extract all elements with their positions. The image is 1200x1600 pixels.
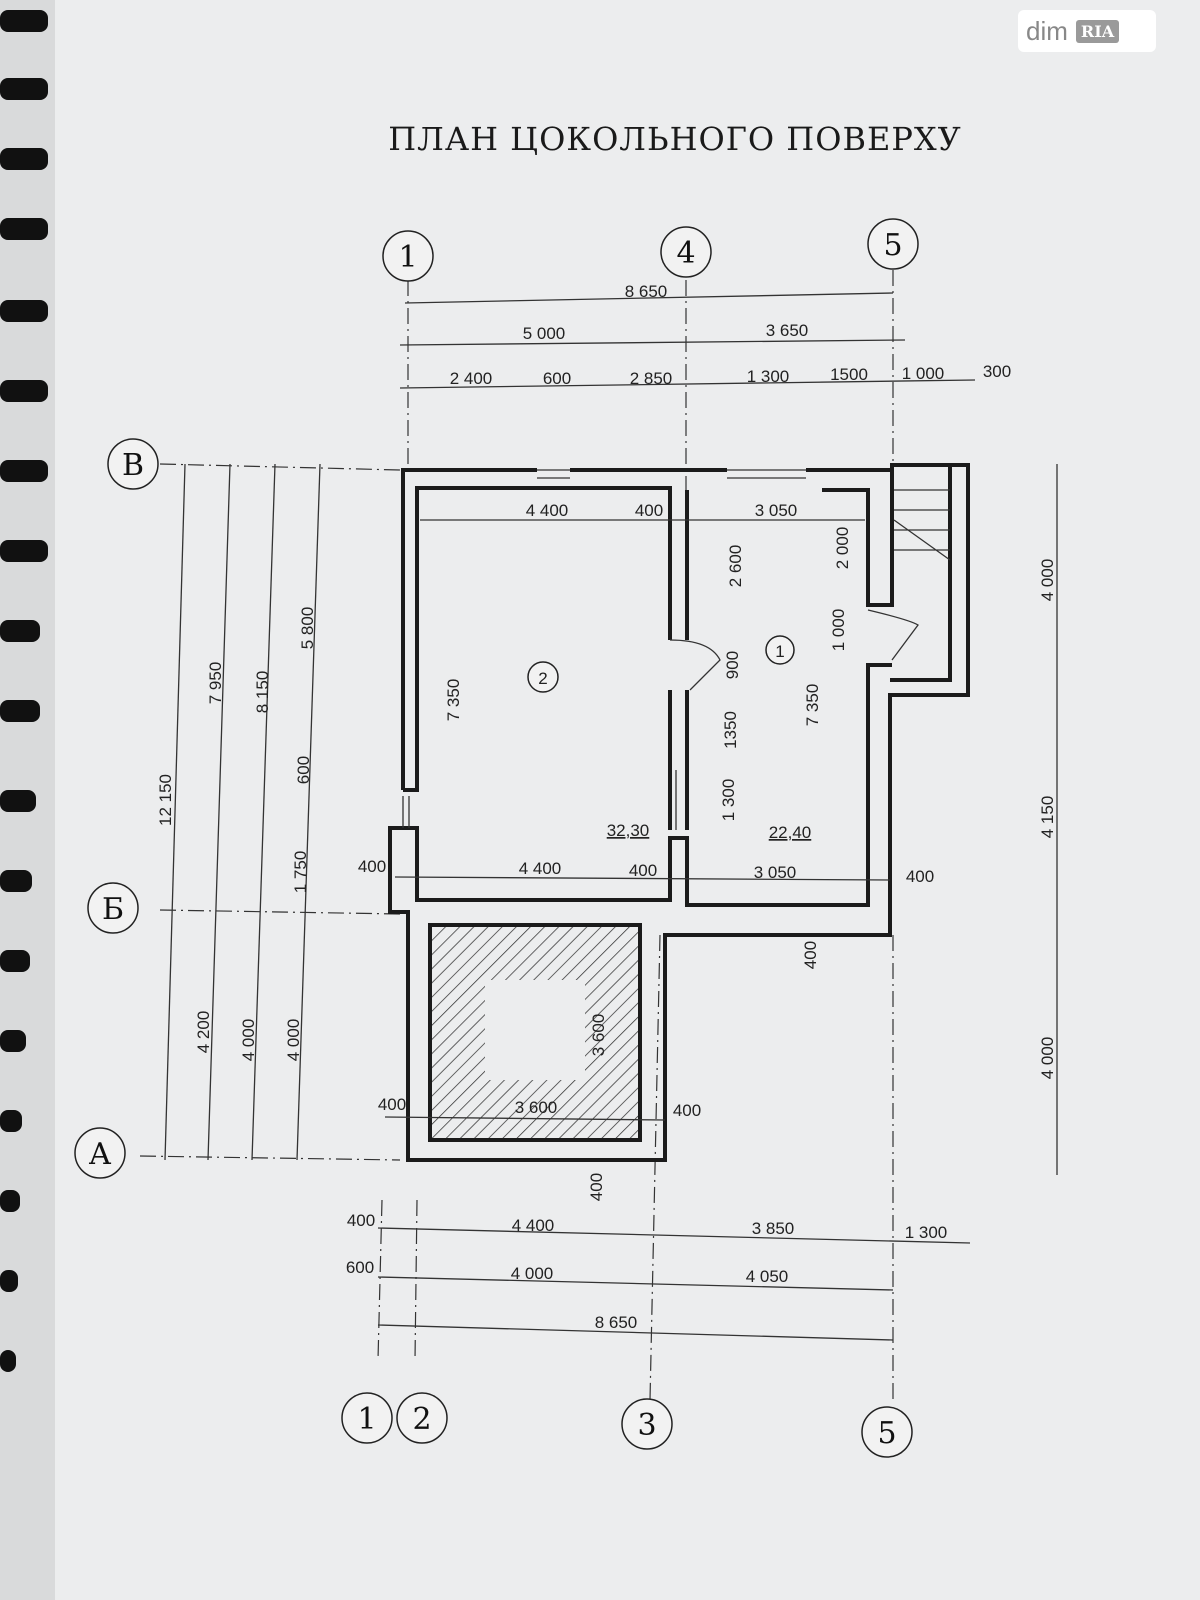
dim-label: 4 150 <box>1038 796 1057 839</box>
axis-markers-left: В Б А <box>74 438 159 1179</box>
dimensions-bottom: 400 4 400 3 850 1 300 600 4 000 4 050 8 … <box>346 1211 947 1332</box>
dim-label: 2 400 <box>450 369 493 388</box>
dim-label: 3 050 <box>755 501 798 520</box>
axis-label: Б <box>102 892 124 927</box>
dim-label: 5 800 <box>298 607 317 650</box>
dim-label: 1 300 <box>747 367 790 386</box>
axis-label: 4 <box>676 236 695 271</box>
dimensions-left: 12 150 7 950 8 150 5 800 600 1 750 4 200… <box>156 607 317 1062</box>
dim-label: 400 <box>629 861 657 880</box>
dim-label: 1 750 <box>291 851 310 894</box>
dim-label: 400 <box>673 1101 701 1120</box>
dim-label: 3 850 <box>752 1219 795 1238</box>
dim-label: 4 000 <box>284 1019 303 1062</box>
room-area: 22,40 <box>769 823 812 842</box>
axis-label: 2 <box>412 1402 431 1437</box>
watermark-mark: RIA <box>1075 19 1120 43</box>
axis-label: 1 <box>357 1402 376 1437</box>
dim-label: 7 350 <box>444 679 463 722</box>
dimensions-top: 8 650 5 000 3 650 2 400 600 2 850 1 300 … <box>450 282 1011 388</box>
plan-title: ПЛАН ЦОКОЛЬНОГО ПОВЕРХУ <box>388 120 962 158</box>
spiral-binding <box>0 0 55 1600</box>
dim-label: 4 000 <box>1038 559 1057 602</box>
room-labels: 1 22,40 2 32,30 <box>527 635 812 842</box>
dim-label: 3 050 <box>754 863 797 882</box>
dimension-lines <box>164 292 1058 1341</box>
dim-label: 300 <box>983 362 1011 381</box>
dim-label: 400 <box>378 1095 406 1114</box>
dim-label: 4 200 <box>194 1011 213 1054</box>
axis-label: 1 <box>398 240 417 275</box>
dim-label: 400 <box>347 1211 375 1230</box>
dim-label: 1 000 <box>902 364 945 383</box>
dim-label: 600 <box>346 1258 374 1277</box>
dim-label: 2 600 <box>726 545 745 588</box>
dim-label: 900 <box>723 651 742 679</box>
axis-label: 5 <box>877 1416 896 1451</box>
dim-label: 4 000 <box>1038 1037 1057 1080</box>
dim-label: 4 000 <box>511 1264 554 1283</box>
dimensions-inner: 4 400 400 3 050 2 600 2 000 1 000 900 7 … <box>358 501 934 1201</box>
dim-label: 3 600 <box>515 1098 558 1117</box>
door-swing <box>867 609 919 661</box>
dim-label: 400 <box>635 501 663 520</box>
axis-label: 5 <box>883 228 902 263</box>
dim-label: 1350 <box>721 711 740 749</box>
dim-label: 5 000 <box>523 324 566 343</box>
dim-label: 1 000 <box>829 609 848 652</box>
axis-markers-bottom: 1 2 3 5 <box>341 1392 913 1458</box>
axis-label: 3 <box>637 1408 656 1443</box>
dim-label: 3 600 <box>589 1014 608 1057</box>
axis-markers-top: 1 4 5 <box>382 218 919 282</box>
room-area: 32,30 <box>607 821 650 840</box>
dim-label: 4 400 <box>519 859 562 878</box>
axis-label: В <box>122 448 144 483</box>
dim-label: 8 650 <box>595 1313 638 1332</box>
door-swing <box>669 639 721 691</box>
dim-label: 3 650 <box>766 321 809 340</box>
dim-label: 400 <box>906 867 934 886</box>
dim-label: 7 350 <box>803 684 822 727</box>
dim-label: 600 <box>543 369 571 388</box>
watermark-logo: dim RIA <box>1018 10 1156 52</box>
dimensions-right: 4 000 4 150 4 000 <box>1038 559 1057 1080</box>
dim-label: 12 150 <box>156 774 175 826</box>
dim-label: 4 050 <box>746 1267 789 1286</box>
dim-label: 4 400 <box>512 1216 555 1235</box>
dim-label: 2 850 <box>630 369 673 388</box>
stairs <box>893 489 951 561</box>
dim-label: 400 <box>358 857 386 876</box>
axis-label: А <box>89 1137 112 1172</box>
walls <box>388 463 970 1162</box>
dim-label: 4 000 <box>239 1019 258 1062</box>
room-number: 1 <box>775 642 784 661</box>
dim-label: 1 300 <box>719 779 738 822</box>
dim-label: 7 950 <box>206 662 225 705</box>
dim-label: 8 650 <box>625 282 668 301</box>
watermark-brand: dim <box>1026 15 1068 46</box>
dim-label: 2 000 <box>833 527 852 570</box>
dim-label: 1 300 <box>905 1223 948 1242</box>
dim-label: 400 <box>587 1173 606 1201</box>
dim-label: 4 400 <box>526 501 569 520</box>
dim-label: 8 150 <box>253 671 272 714</box>
dim-label: 1500 <box>830 365 868 384</box>
dim-label: 400 <box>801 941 820 969</box>
paper <box>55 0 1200 1600</box>
dim-label: 600 <box>294 756 313 784</box>
room-number: 2 <box>538 669 547 688</box>
